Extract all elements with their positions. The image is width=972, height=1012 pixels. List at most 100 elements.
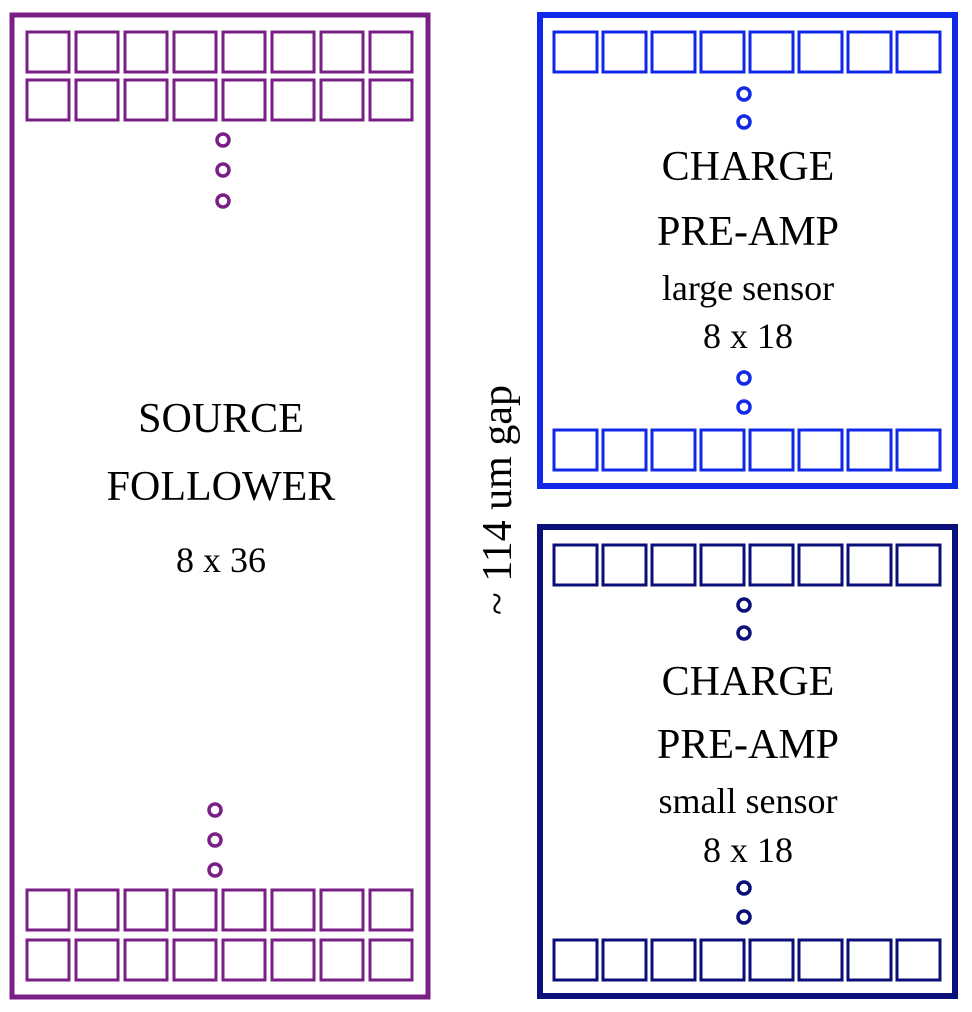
ellipsis-dot <box>736 86 752 102</box>
pixel-cell <box>748 938 795 982</box>
pixel-cell <box>270 30 316 74</box>
pixel-cell <box>270 78 316 122</box>
ellipsis-dot <box>207 832 223 848</box>
source-follower-label-line2: FOLLOWER <box>107 464 336 510</box>
large-sensor-label-line2: PRE-AMP <box>657 209 839 255</box>
pixel-cell <box>74 78 120 122</box>
pixel-cell <box>221 78 267 122</box>
pixel-cell <box>650 938 697 982</box>
source-follower-ellipsis-dots <box>207 132 231 878</box>
pixel-cell <box>601 938 648 982</box>
pixel-cell <box>748 543 795 587</box>
pixel-cell <box>846 938 893 982</box>
pixel-cell <box>221 938 267 982</box>
pixel-cell <box>895 938 942 982</box>
small-sensor-pixel-rows <box>552 543 942 982</box>
pixel-cell <box>270 938 316 982</box>
pixel-cell <box>319 78 365 122</box>
pixel-cell <box>319 30 365 74</box>
pixel-cell <box>601 428 648 472</box>
ellipsis-dot <box>736 880 752 896</box>
ellipsis-dot <box>207 802 223 818</box>
large-sensor-label-line3: large sensor <box>662 268 834 308</box>
charge-preamp-large-sensor-block: CHARGE PRE-AMP large sensor 8 x 18 <box>537 12 958 489</box>
pixel-cell <box>650 30 697 74</box>
large-sensor-dimensions: 8 x 18 <box>703 316 793 356</box>
ellipsis-dot <box>736 597 752 613</box>
pixel-cell <box>650 428 697 472</box>
source-follower-pixel-rows <box>25 30 414 982</box>
pixel-cell <box>172 30 218 74</box>
ellipsis-dot <box>736 114 752 130</box>
source-follower-frame <box>9 12 431 1000</box>
pixel-cell <box>797 428 844 472</box>
ellipsis-dot <box>207 862 223 878</box>
ellipsis-dot <box>215 132 231 148</box>
ellipsis-dot <box>736 625 752 641</box>
pixel-cell <box>748 428 795 472</box>
pixel-cell <box>172 888 218 932</box>
pixel-cell <box>368 938 414 982</box>
ellipsis-dot <box>736 370 752 386</box>
large-sensor-pixel-rows <box>552 30 942 472</box>
source-follower-label-line1: SOURCE <box>138 396 304 442</box>
pixel-cell <box>895 428 942 472</box>
pixel-cell <box>25 938 71 982</box>
pixel-cell <box>74 938 120 982</box>
pixel-cell <box>368 888 414 932</box>
source-follower-dimensions: 8 x 36 <box>176 540 266 580</box>
small-sensor-label-line1: CHARGE <box>662 659 835 705</box>
pixel-cell <box>699 543 746 587</box>
gap-label: ~ 114 um gap <box>475 385 521 615</box>
pixel-cell <box>172 78 218 122</box>
pixel-cell <box>123 938 169 982</box>
pixel-cell <box>74 888 120 932</box>
small-sensor-dimensions: 8 x 18 <box>703 830 793 870</box>
pixel-cell <box>552 30 599 74</box>
small-sensor-ellipsis-dots <box>736 597 752 925</box>
pixel-cell <box>797 938 844 982</box>
pixel-cell <box>552 543 599 587</box>
pixel-cell <box>846 30 893 74</box>
ellipsis-dot <box>215 162 231 178</box>
pixel-cell <box>270 888 316 932</box>
pixel-cell <box>368 78 414 122</box>
pixel-cell <box>601 30 648 74</box>
pixel-cell <box>552 938 599 982</box>
pixel-cell <box>25 78 71 122</box>
pixel-cell <box>368 30 414 74</box>
small-sensor-label-line2: PRE-AMP <box>657 722 839 768</box>
large-sensor-label-line1: CHARGE <box>662 144 835 190</box>
pixel-cell <box>123 30 169 74</box>
pixel-cell <box>797 543 844 587</box>
pixel-cell <box>123 78 169 122</box>
pixel-cell <box>319 938 365 982</box>
pixel-cell <box>172 938 218 982</box>
ellipsis-dot <box>736 399 752 415</box>
pixel-cell <box>797 30 844 74</box>
pixel-cell <box>552 428 599 472</box>
pixel-cell <box>699 30 746 74</box>
large-sensor-frame <box>537 12 958 489</box>
pixel-cell <box>895 30 942 74</box>
large-sensor-ellipsis-dots <box>736 86 752 415</box>
pixel-cell <box>846 543 893 587</box>
pixel-cell <box>74 30 120 74</box>
pixel-cell <box>221 30 267 74</box>
pixel-cell <box>25 888 71 932</box>
pixel-cell <box>846 428 893 472</box>
pixel-cell <box>895 543 942 587</box>
small-sensor-frame <box>537 524 958 999</box>
pixel-cell <box>123 888 169 932</box>
pixel-cell <box>699 428 746 472</box>
ellipsis-dot <box>215 193 231 209</box>
charge-preamp-small-sensor-block: CHARGE PRE-AMP small sensor 8 x 18 <box>537 524 958 999</box>
small-sensor-label-line3: small sensor <box>659 781 838 821</box>
pixel-cell <box>748 30 795 74</box>
pixel-cell <box>699 938 746 982</box>
pixel-cell <box>601 543 648 587</box>
source-follower-block: SOURCE FOLLOWER 8 x 36 <box>9 12 431 1000</box>
pixel-cell <box>650 543 697 587</box>
pixel-cell <box>25 30 71 74</box>
